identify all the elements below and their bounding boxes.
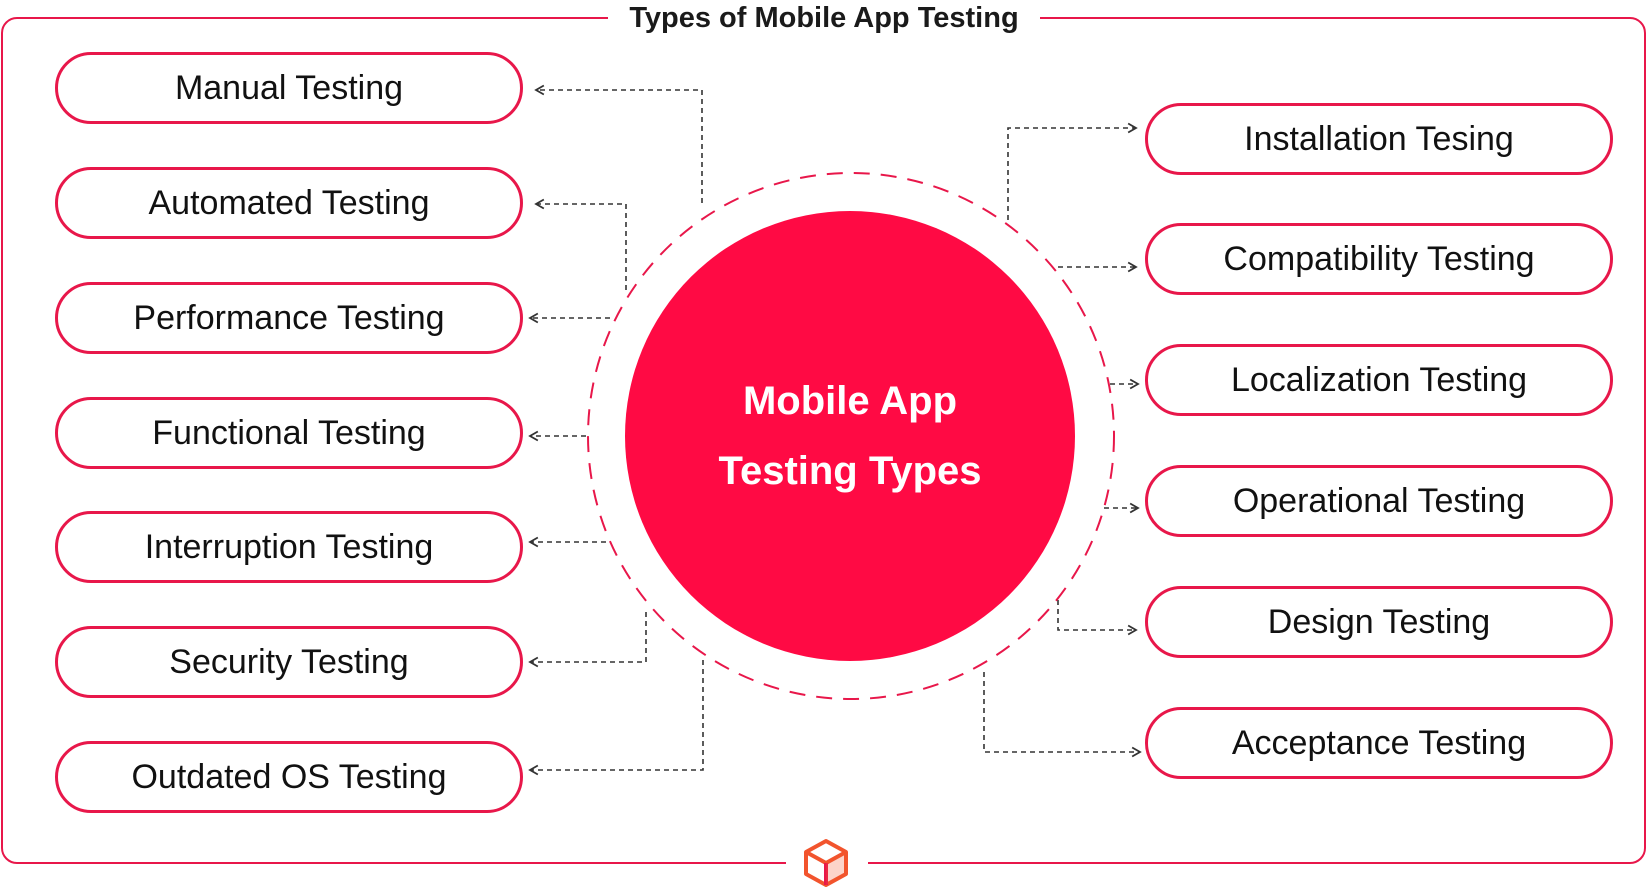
pill-functional-testing: Functional Testing: [55, 397, 523, 469]
diagram-title: Types of Mobile App Testing: [608, 0, 1040, 36]
pill-operational-testing: Operational Testing: [1145, 465, 1613, 537]
hub-title-line-2: Testing Types: [718, 449, 982, 493]
connector-security: [528, 612, 647, 668]
connector-manual: [534, 84, 703, 203]
connector-acceptance: [983, 672, 1142, 758]
pill-localization-testing: Localization Testing: [1145, 344, 1613, 416]
pill-interruption-testing: Interruption Testing: [55, 511, 523, 583]
connector-automated: [534, 198, 627, 290]
connector-installation: [1007, 122, 1138, 220]
hub-dashed-ring: [587, 172, 1115, 700]
cube-logo-icon: [804, 839, 848, 887]
pill-installation-tesing: Installation Tesing: [1145, 103, 1613, 175]
connector-outdated-os: [528, 660, 704, 776]
hub-title-line-1: Mobile App: [742, 379, 958, 423]
pill-security-testing: Security Testing: [55, 626, 523, 698]
pill-manual-testing: Manual Testing: [55, 52, 523, 124]
pill-performance-testing: Performance Testing: [55, 282, 523, 354]
pill-outdated-os-testing: Outdated OS Testing: [55, 741, 523, 813]
pill-design-testing: Design Testing: [1145, 586, 1613, 658]
connector-design: [1057, 600, 1138, 636]
pill-compatibility-testing: Compatibility Testing: [1145, 223, 1613, 295]
hub-circle: Mobile App Testing Types: [625, 211, 1075, 661]
pill-automated-testing: Automated Testing: [55, 167, 523, 239]
pill-acceptance-testing: Acceptance Testing: [1145, 707, 1613, 779]
